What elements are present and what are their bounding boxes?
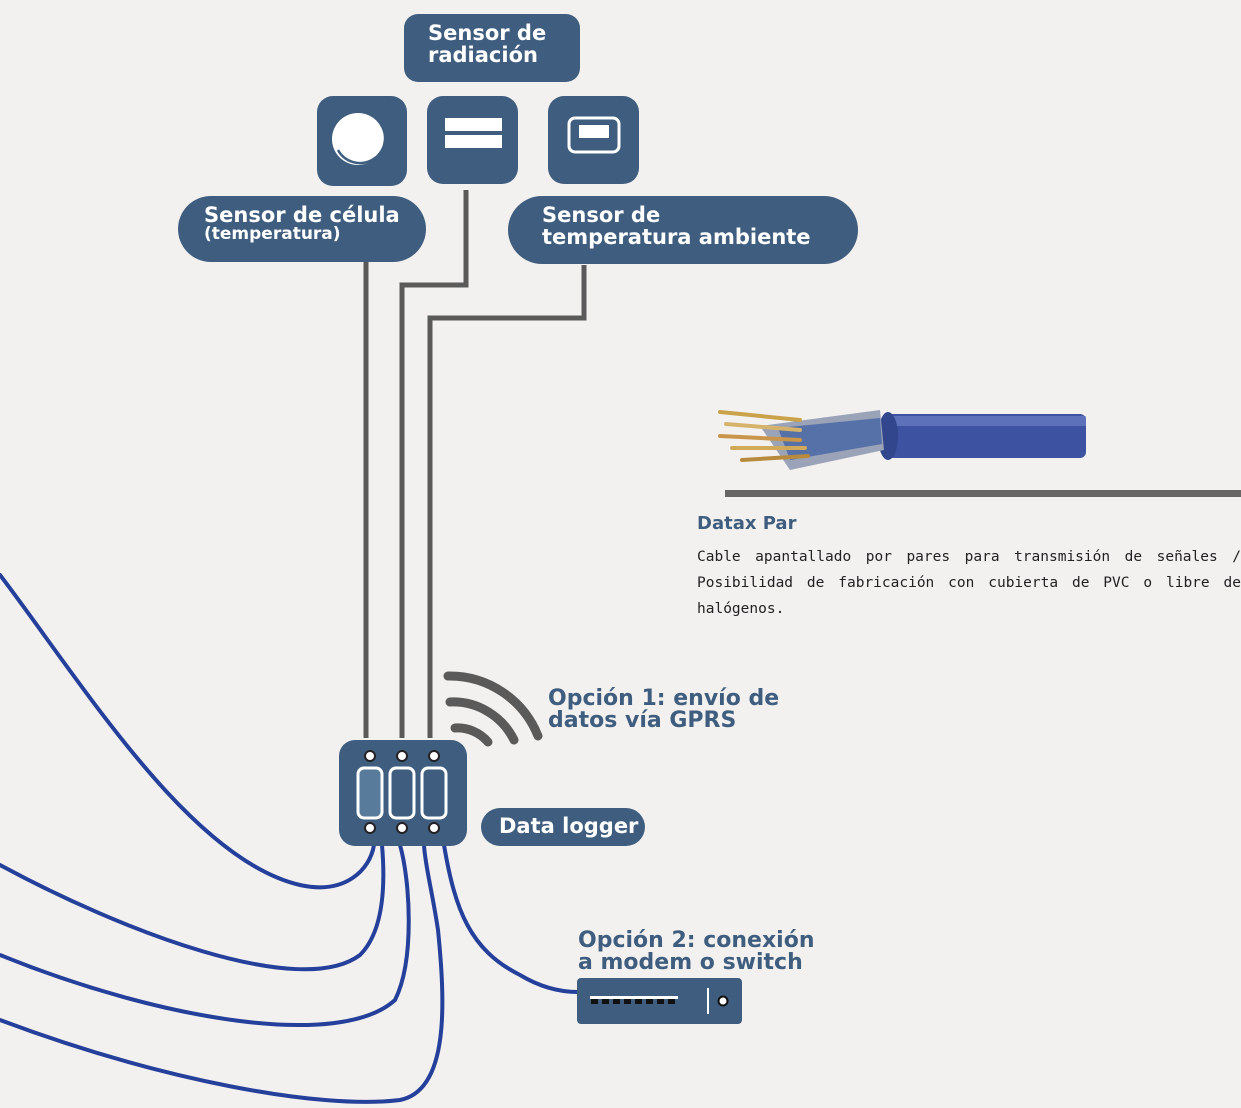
blue-cable-1 [0, 573, 376, 890]
datalogger-device [339, 740, 467, 846]
cable-title: Datax Par [697, 513, 797, 534]
datax-cable-image [718, 410, 1086, 470]
blue-cable-4 [0, 843, 445, 1104]
blue-cable-3 [0, 843, 411, 1027]
cell-sensor-label-line2: (temperatura) [204, 224, 341, 245]
cell-sensor-label-line1: Sensor de célula [204, 203, 400, 227]
wifi-arc-middle [445, 697, 519, 745]
ambient-sensor-icon [548, 96, 639, 184]
option2-line2: a modem o switch [578, 950, 803, 975]
blue-cables [0, 573, 580, 1104]
datalogger-label-text: Data logger [499, 814, 639, 838]
ambient-sensor-wire [427, 265, 587, 738]
ambient-sensor-label-line1: Sensor de [542, 203, 661, 227]
cell-sensor-icon [317, 96, 407, 186]
wifi-signal-icon [443, 671, 543, 747]
option1-label: Opción 1: envío de datos vía GPRS [548, 688, 779, 732]
option1-line1: Opción 1: envío de [548, 686, 780, 711]
datalogger-label: Data logger [481, 808, 645, 846]
radiation-sensor-label-line2: radiación [428, 43, 538, 68]
network-switch-icon [577, 978, 742, 1024]
option2-line1: Opción 2: conexión [578, 928, 815, 953]
ambient-sensor-label: Sensor de temperatura ambiente [508, 196, 858, 264]
option2-label: Opción 2: conexión a modem o switch [578, 930, 814, 974]
blue-cable-2 [0, 843, 386, 972]
divider-line [725, 490, 1241, 497]
wifi-arc-inner [450, 723, 493, 747]
cable-description: Cable apantallado por pares para transmi… [697, 549, 1241, 617]
blue-cable-switch [442, 843, 580, 994]
radiation-sensor-label: Sensor de radiación [404, 14, 580, 82]
radiation-sensor-wire [399, 190, 469, 738]
radiation-sensor-icon [427, 96, 518, 184]
option1-line2: datos vía GPRS [548, 708, 737, 733]
wifi-arc-outer [443, 671, 543, 741]
radiation-sensor-label-line1: Sensor de [428, 21, 547, 45]
sensor-wires [363, 190, 587, 738]
cell-sensor-label: Sensor de célula (temperatura) [178, 196, 426, 262]
ambient-sensor-label-line2: temperatura ambiente [542, 225, 811, 250]
